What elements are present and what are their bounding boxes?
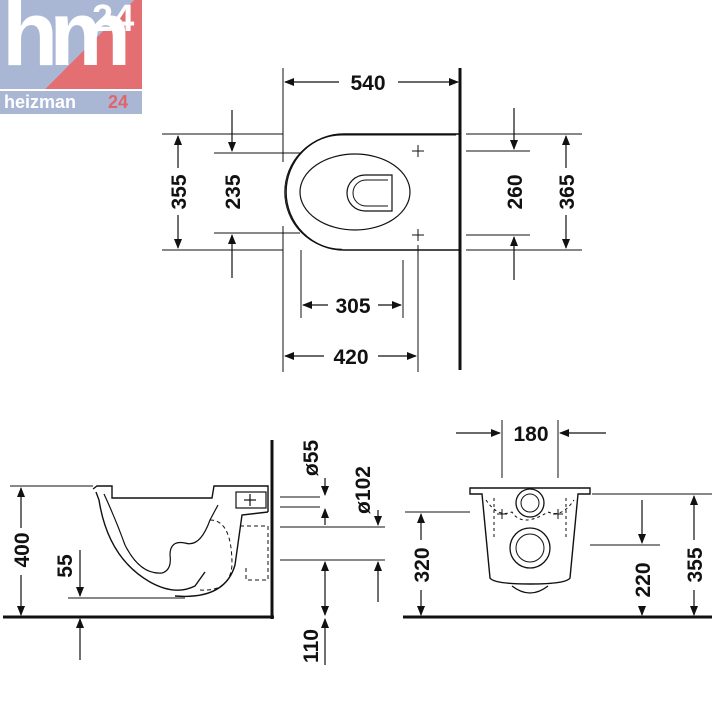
top-view — [162, 68, 582, 372]
rear-outlet-bottom — [511, 585, 549, 594]
top-outlet-inner — [352, 179, 388, 207]
rear-inlet-opening — [515, 488, 545, 518]
logo-name-number: 24 — [108, 92, 129, 112]
label-235: 235 — [222, 174, 245, 209]
rear-outlet-inner — [515, 533, 545, 563]
label-400: 400 — [11, 532, 34, 567]
label-260: 260 — [504, 174, 527, 209]
heizman24-logo: hm 24 heizman 24 — [0, 0, 142, 114]
label-420: 420 — [333, 346, 368, 369]
logo-top-panel: hm 24 — [0, 0, 142, 89]
rear-hidden-flush — [485, 499, 575, 521]
label-305: 305 — [335, 295, 370, 318]
side-view-labels: 400 55 ø55 ø102 110 — [11, 440, 375, 663]
top-seat-opening — [299, 153, 411, 231]
label-110: 110 — [300, 629, 323, 663]
side-rim — [92, 485, 269, 512]
label-180: 180 — [513, 423, 548, 446]
side-bowl-inner — [103, 493, 219, 574]
label-365: 365 — [556, 174, 579, 209]
label-pipe-102: ø102 — [352, 466, 375, 514]
rear-fixing-marks — [497, 509, 563, 519]
side-outlet-hidden — [240, 525, 269, 581]
logo-name: heizman — [4, 92, 77, 112]
top-bowl-outline-inner — [284, 134, 457, 250]
side-trap — [174, 511, 269, 598]
top-view-labels: 540 355 235 260 365 305 420 — [168, 72, 579, 369]
label-pipe-55: ø55 — [300, 440, 323, 477]
side-trap-hidden — [199, 519, 233, 591]
label-355: 355 — [168, 174, 191, 209]
logo-name-bar: heizman 24 — [0, 89, 142, 114]
top-outlet — [346, 174, 393, 212]
side-bowl-outer — [95, 491, 206, 591]
rear-outlet-opening — [509, 527, 551, 569]
top-bowl-outline — [285, 133, 460, 251]
label-55: 55 — [54, 554, 77, 578]
logo-number: 24 — [92, 0, 135, 40]
rear-inlet-inner — [520, 493, 540, 513]
logo-mark: hm — [2, 0, 131, 85]
top-fixing-holes — [412, 145, 424, 241]
label-320: 320 — [411, 547, 434, 582]
rear-body — [469, 487, 591, 585]
label-220: 220 — [632, 562, 655, 597]
side-inlet — [235, 491, 267, 509]
label-540: 540 — [350, 72, 385, 95]
side-view — [3, 440, 385, 665]
rear-view — [403, 420, 712, 619]
label-355-rear: 355 — [684, 547, 707, 582]
rear-view-labels: 180 320 220 355 — [411, 423, 707, 598]
